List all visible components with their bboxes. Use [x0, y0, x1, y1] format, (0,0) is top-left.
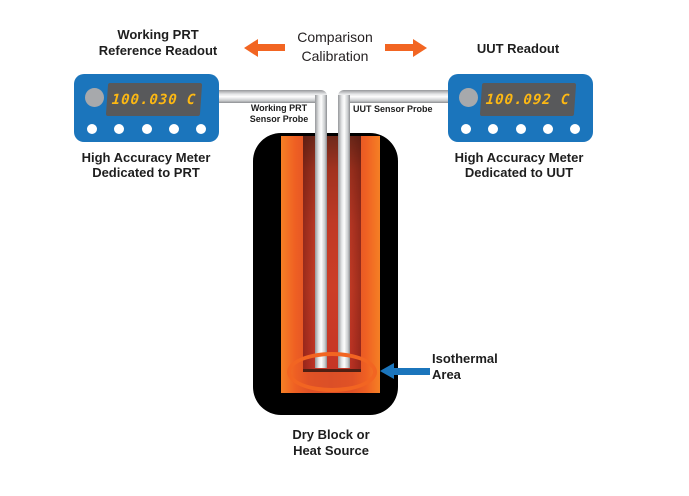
uut-readout-title: UUT Readout [476, 41, 560, 56]
prt-display-value: 100.030 [111, 91, 179, 108]
uut-meter-caption: High Accuracy Meter Dedicated to UUT [439, 150, 599, 180]
uut-probe-label: UUT Sensor Probe [353, 104, 433, 114]
meter-button-dot [570, 124, 580, 134]
isothermal-area-label: Isothermal Area [432, 351, 522, 383]
meter-button-dot [114, 124, 125, 134]
comparison-arrow-left-icon [244, 39, 258, 57]
isothermal-area-ellipse [287, 352, 377, 392]
comparison-label-line1: Comparison [297, 29, 373, 45]
meter-button-dot [87, 124, 97, 134]
meter-button-dot [196, 124, 206, 134]
meter-indicator-icon [85, 88, 104, 107]
prt-meter-caption: High Accuracy Meter Dedicated to PRT [66, 150, 226, 180]
uut-meter: 100.092 C [448, 74, 593, 142]
prt-display-unit: C [186, 91, 197, 108]
working-prt-readout-title: Working PRT Reference Readout [68, 27, 248, 59]
comparison-calibration-box: Comparison Calibration [285, 25, 385, 69]
uut-meter-caption-line1: High Accuracy Meter [454, 150, 584, 165]
uut-meter-buttons [448, 124, 593, 134]
meter-button-dot [168, 124, 179, 134]
uut-probe-vertical [338, 95, 350, 368]
meter-button-dot [141, 124, 152, 134]
uut-display-value: 100.092 [485, 91, 553, 108]
comparison-label-line2: Calibration [301, 48, 369, 64]
comparison-arrow-right-shaft [385, 44, 413, 51]
isothermal-arrow-shaft [393, 368, 430, 375]
working-prt-probe-vertical [315, 95, 327, 368]
heater-core [303, 136, 361, 372]
prt-meter-buttons [74, 124, 219, 134]
working-prt-probe-horizontal [217, 90, 327, 103]
meter-button-dot [542, 124, 553, 134]
comparison-arrow-right-icon [413, 39, 427, 57]
dry-block-caption-line2: Heat Source [293, 443, 369, 458]
isothermal-label-line2: Area [432, 367, 461, 382]
working-prt-readout-title-line2: Reference Readout [98, 43, 218, 58]
prt-meter-caption-line1: High Accuracy Meter [81, 150, 211, 165]
prt-meter-display: 100.030 C [105, 83, 203, 116]
prt-meter: 100.030 C [74, 74, 219, 142]
working-prt-probe-label-line2: Sensor Probe [249, 114, 309, 124]
uut-meter-caption-line2: Dedicated to UUT [464, 165, 574, 180]
uut-probe-horizontal [338, 90, 450, 103]
working-prt-readout-title-line1: Working PRT [117, 27, 199, 42]
isothermal-label-line1: Isothermal [432, 351, 498, 366]
prt-meter-caption-line2: Dedicated to PRT [92, 165, 200, 180]
dry-block-caption: Dry Block or Heat Source [261, 427, 401, 459]
meter-button-dot [488, 124, 499, 134]
uut-meter-display: 100.092 C [479, 83, 577, 116]
isothermal-arrow-icon [380, 363, 394, 379]
working-prt-probe-label-line1: Working PRT [250, 103, 308, 113]
meter-button-dot [515, 124, 526, 134]
working-prt-probe-label: Working PRT Sensor Probe [246, 103, 312, 125]
comparison-arrow-left-shaft [257, 44, 285, 51]
meter-button-dot [461, 124, 471, 134]
uut-display-unit: C [560, 91, 571, 108]
meter-indicator-icon [459, 88, 478, 107]
dry-block-caption-line1: Dry Block or [292, 427, 370, 442]
